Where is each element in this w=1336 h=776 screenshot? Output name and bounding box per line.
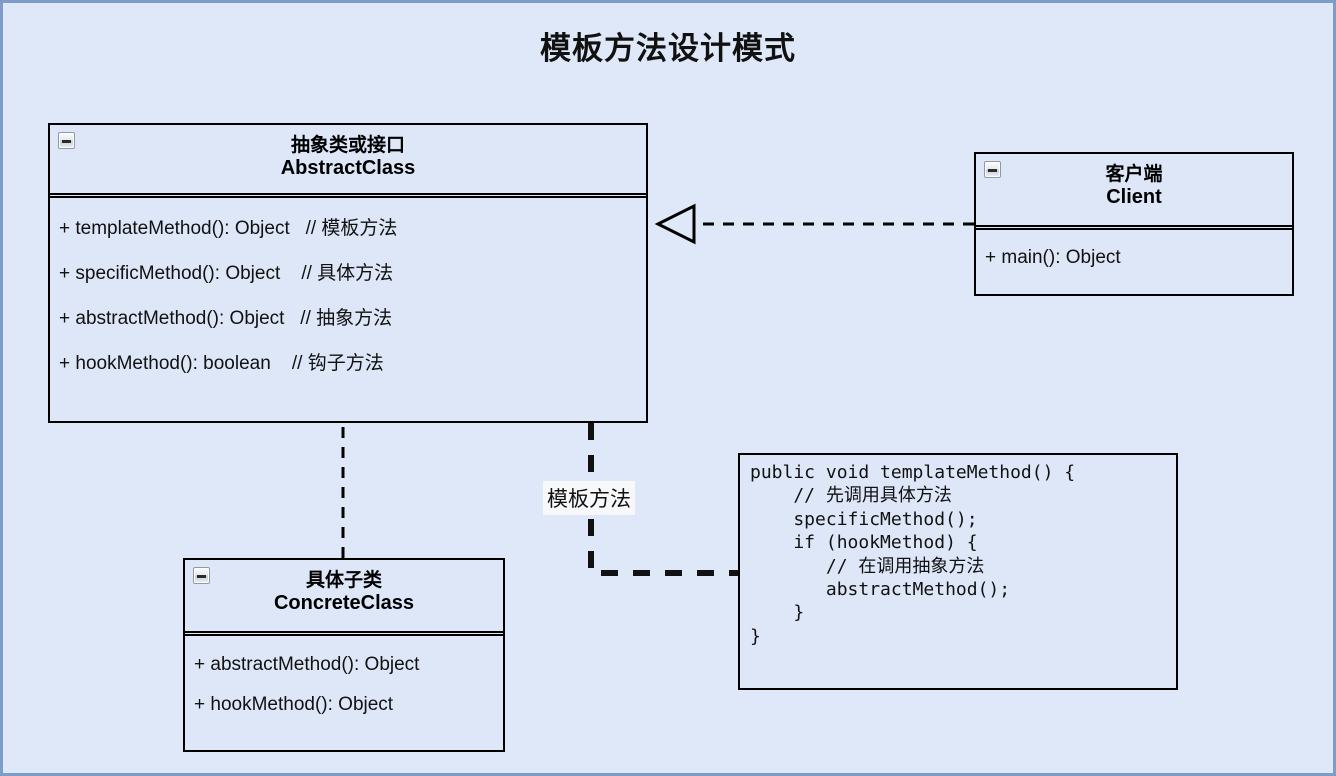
- class-title-en: AbstractClass: [280, 157, 416, 180]
- header-separator: [185, 633, 503, 636]
- uml-class-header-abstract-class: 抽象类或接口 AbstractClass: [50, 125, 646, 195]
- class-member: + specificMethod(): Object // 具体方法: [59, 263, 394, 284]
- class-member: + main(): Object: [985, 247, 1121, 268]
- class-member: + templateMethod(): Object // 模板方法: [59, 218, 398, 239]
- class-title-cn: 抽象类或接口: [290, 135, 405, 156]
- class-member: + hookMethod(): Object: [194, 694, 394, 715]
- minus-icon[interactable]: [193, 567, 210, 584]
- header-separator: [976, 227, 1292, 230]
- class-member: + abstractMethod(): Object // 抽象方法: [59, 308, 393, 329]
- uml-class-concrete-class[interactable]: 具体子类 ConcreteClass + abstractMethod(): O…: [183, 558, 505, 752]
- page-title: 模板方法设计模式: [540, 31, 796, 66]
- header-separator: [50, 195, 646, 198]
- class-title-cn: 客户端: [1105, 164, 1163, 185]
- minus-icon[interactable]: [58, 132, 75, 149]
- class-title-en: Client: [1106, 186, 1162, 209]
- class-member: + abstractMethod(): Object: [194, 654, 420, 675]
- connector-client-to-abstract: [654, 203, 974, 245]
- class-member: + hookMethod(): boolean // 钩子方法: [59, 353, 384, 374]
- uml-class-abstract-class[interactable]: 抽象类或接口 AbstractClass + templateMethod():…: [48, 123, 648, 423]
- uml-class-body-client: + main(): Object: [976, 230, 1292, 284]
- uml-class-client[interactable]: 客户端 Client + main(): Object: [974, 152, 1294, 296]
- code-note-template-method: public void templateMethod() { // 先调用具体方…: [738, 453, 1178, 690]
- edge-label-template-method: 模板方法: [543, 481, 635, 515]
- class-title-en: ConcreteClass: [273, 592, 415, 615]
- class-title-cn: 具体子类: [305, 570, 382, 591]
- uml-class-body-concrete-class: + abstractMethod(): Object + hookMethod(…: [185, 636, 503, 731]
- uml-class-header-client: 客户端 Client: [976, 154, 1292, 227]
- uml-class-header-concrete-class: 具体子类 ConcreteClass: [185, 560, 503, 633]
- uml-class-body-abstract-class: + templateMethod(): Object // 模板方法 + spe…: [50, 198, 646, 390]
- minus-icon[interactable]: [984, 161, 1001, 178]
